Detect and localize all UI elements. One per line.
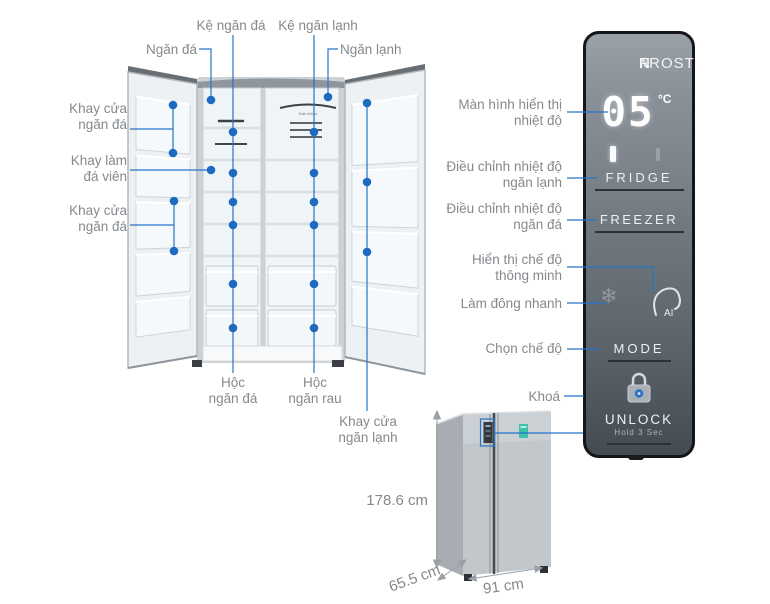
- drawers: [205, 265, 337, 347]
- svg-text:AI: AI: [664, 308, 673, 319]
- label-freezer-door-tray-2: Khay cửa ngăn đá: [69, 203, 127, 234]
- freezer-underline: [595, 231, 684, 233]
- energy-label: [519, 424, 528, 438]
- small-fridge: [435, 410, 552, 581]
- unlock-hold-hint: Hold 3 Sec: [614, 428, 664, 437]
- quick-freeze-icon: ❄: [600, 285, 618, 308]
- fridge-underline: [595, 189, 684, 191]
- label-veg-drawer: Hộc ngăn rau: [288, 375, 342, 406]
- label-temp-display: Màn hình hiển thị nhiệt độ: [458, 97, 562, 128]
- indicator-bar-inactive: [656, 148, 660, 161]
- mode-underline: [607, 360, 671, 362]
- fridge-button[interactable]: FRIDGE: [605, 170, 673, 185]
- label-smart-mode: Hiển thị chế độ thông minh: [471, 252, 562, 283]
- label-fridge-compartment: Ngăn lạnh: [340, 42, 402, 57]
- unlock-underline: [607, 443, 671, 445]
- lock-icon: [627, 372, 651, 403]
- panel-nub: [628, 455, 644, 460]
- label-fridge-door-tray: Khay cửa ngăn lạnh: [338, 414, 398, 445]
- label-adjust-freezer: Điều chỉnh nhiệt độ ngăn đá: [446, 201, 562, 232]
- label-mode-select: Chọn chế độ: [485, 341, 562, 356]
- label-freezer-shelf: Kệ ngăn đá: [196, 18, 266, 33]
- label-quick-freeze: Làm đông nhanh: [460, 296, 562, 311]
- label-freezer-drawer: Hộc ngăn đá: [208, 375, 258, 406]
- temperature-unit: °C: [658, 92, 672, 106]
- fridge-door-open: [344, 64, 426, 375]
- ai-mode-icon: AI: [653, 287, 682, 319]
- label-lock: Khoá: [528, 389, 560, 404]
- freezer-door-open: [127, 66, 198, 369]
- unlock-button[interactable]: UNLOCK: [604, 412, 674, 427]
- label-fridge-shelf: Kệ ngăn lạnh: [278, 18, 358, 33]
- snowflake-o-icon: ❄: [639, 55, 651, 70]
- label-freezer-compartment: Ngăn đá: [145, 42, 197, 57]
- control-panel: N❄ FROST 05 °C FRIDGE FREEZER ❄ AI MODE …: [583, 31, 695, 458]
- indicator-bar-active: [610, 146, 616, 162]
- dimension-arrows: [432, 409, 544, 582]
- fridge-shelves: [266, 158, 338, 258]
- label-adjust-fridge: Điều chỉnh nhiệt độ ngăn lạnh: [446, 159, 562, 190]
- vent-label-right: Multi Airflow: [299, 112, 318, 116]
- label-ice-tray: Khay làm đá viên: [70, 153, 127, 184]
- freezer-button[interactable]: FREEZER: [599, 212, 679, 227]
- mode-button[interactable]: MODE: [613, 341, 665, 356]
- dimension-height: 178.6 cm: [366, 492, 428, 509]
- temperature-display: 05: [601, 88, 655, 136]
- fridge-cabinet: Multi Airflow Multi Airflow: [192, 77, 345, 367]
- label-freezer-door-tray-1: Khay cửa ngăn đá: [69, 101, 127, 132]
